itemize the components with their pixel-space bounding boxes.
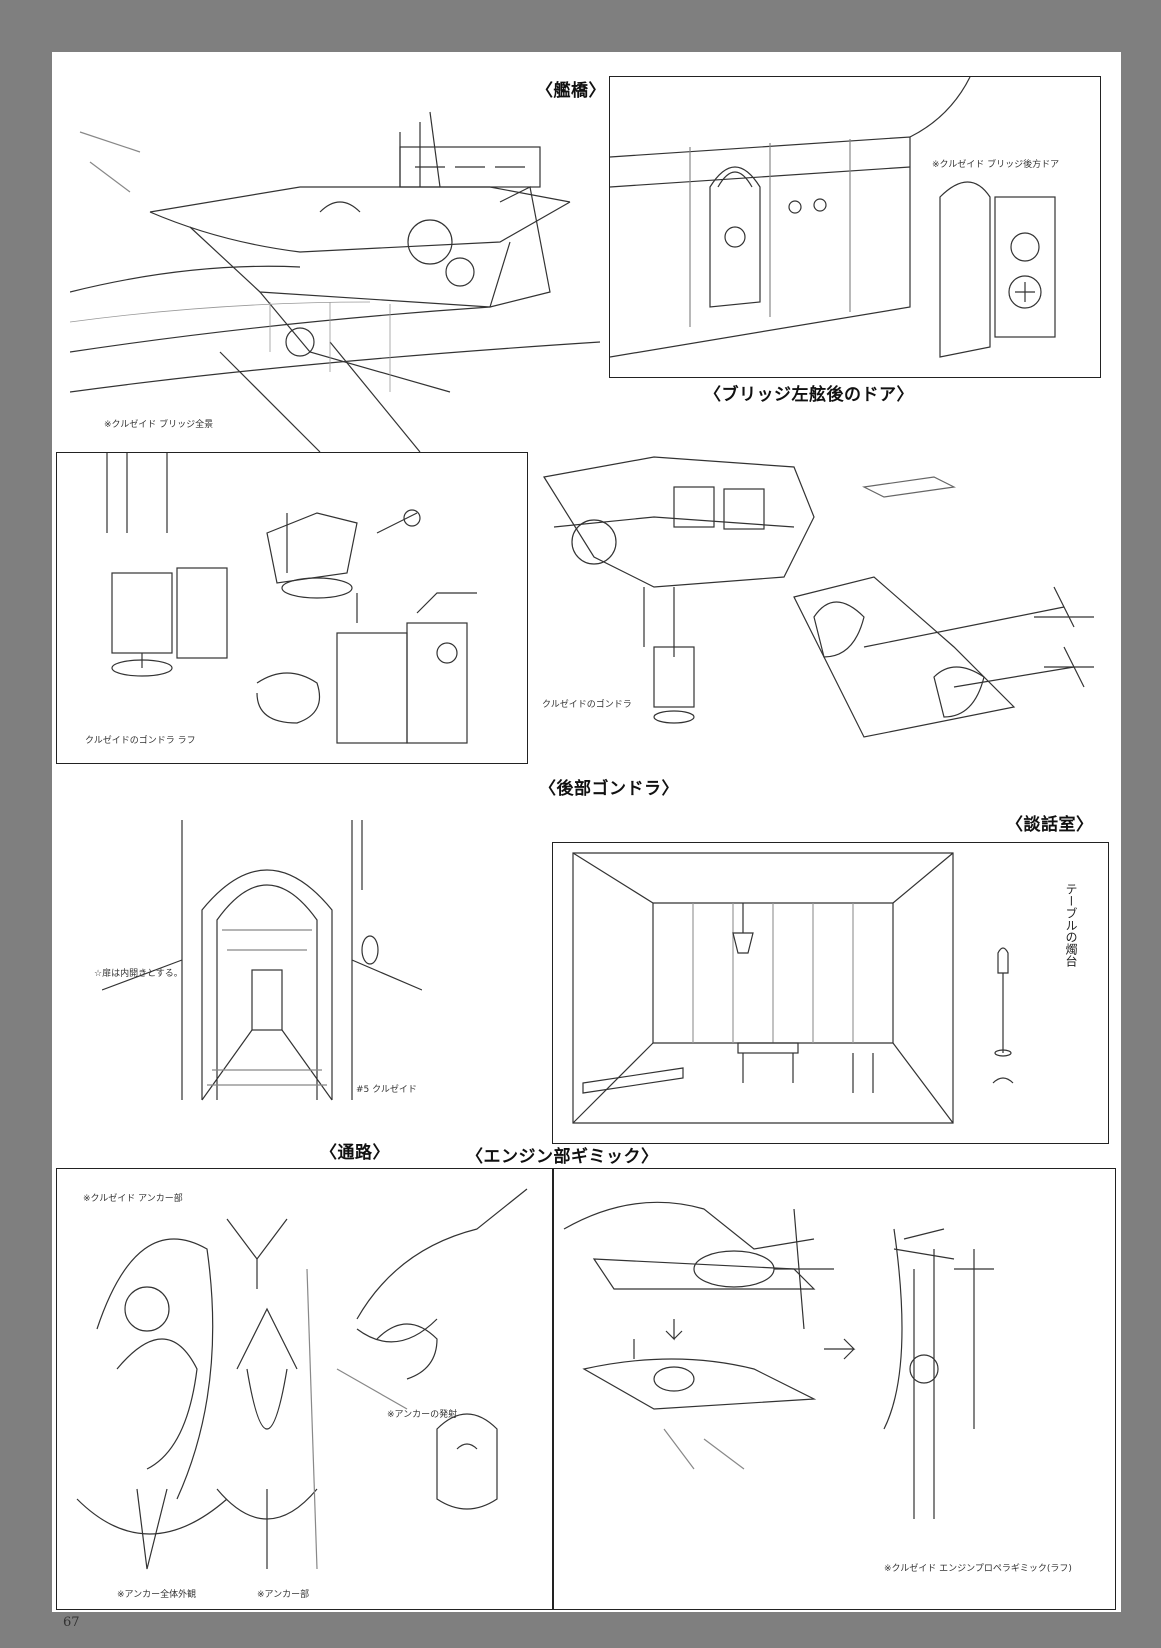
bridge-door-caption: 〈ブリッジ左舷後のドア〉 (704, 385, 914, 405)
bridge-illustration (69, 92, 601, 453)
corridor-side-note: ☆扉は内開きとする。 (94, 969, 183, 979)
bridge-sketch (69, 111, 601, 453)
anchor-whole-note: ※アンカー全体外観 (117, 1590, 197, 1600)
art-sheet-page: 〈艦橋〉 ※クルゼイド ブリッジ全景 (52, 52, 1121, 1612)
engine-sheet-note: ※クルゼイド エンジンプロペラギミック(ラフ) (884, 1564, 1072, 1574)
corridor-illustration (101, 810, 423, 1120)
bottom-panel: ※クルゼイド アンカー部 ※アンカーの発射 ※アンカー全体外観 ※アンカー部 (56, 1168, 1116, 1610)
lounge-sketch (572, 852, 1014, 1124)
bridge-caption: 〈艦橋〉 (536, 81, 606, 101)
rear-gondola-exterior-sketch (543, 456, 1094, 738)
anchor-illustration: ※クルゼイド アンカー部 ※アンカーの発射 ※アンカー全体外観 ※アンカー部 (57, 1169, 552, 1609)
rear-gondola-rough-sketch (106, 453, 477, 744)
corridor-caption: 〈通路〉 (320, 1143, 390, 1163)
engine-sketch (563, 1201, 994, 1519)
rear-gondola-exterior-note: クルゼイドのゴンドラ (542, 700, 632, 710)
bridge-door-panel: ※クルゼイド ブリッジ後方ドア (609, 76, 1101, 378)
lounge-panel: テーブルの燭台 (552, 842, 1109, 1144)
bridge-door-sheet-note: ※クルゼイド ブリッジ後方ドア (932, 160, 1060, 170)
anchor-sketch (76, 1188, 528, 1570)
rear-gondola-exterior-illustration (534, 447, 1104, 767)
rear-gondola-caption: 〈後部ゴンドラ〉 (539, 779, 679, 799)
lounge-caption: 〈談話室〉 (1006, 815, 1094, 835)
anchor-sheet-note: ※クルゼイド アンカー部 (83, 1194, 183, 1204)
page-number: 67 (63, 1615, 80, 1630)
bridge-door-sketch (610, 77, 1056, 358)
anchor-part-note: ※アンカー部 (257, 1590, 310, 1600)
bridge-sheet-note: ※クルゼイド ブリッジ全景 (104, 420, 214, 430)
engine-gimmick-caption: 〈エンジン部ギミック〉 (466, 1147, 659, 1167)
engine-illustration: ※クルゼイド エンジンプロペラギミック(ラフ) (554, 1169, 1114, 1609)
rear-gondola-rough-note: クルゼイドのゴンドラ ラフ (85, 736, 196, 746)
lounge-side-note: テーブルの燭台 (1064, 883, 1078, 967)
rear-gondola-rough-panel: クルゼイドのゴンドラ ラフ (56, 452, 528, 764)
corridor-note: #5 クルゼイド (356, 1085, 417, 1095)
anchor-launch-note: ※アンカーの発射 (387, 1410, 458, 1420)
bottom-panel-divider (552, 1169, 554, 1609)
corridor-sketch (101, 820, 423, 1101)
